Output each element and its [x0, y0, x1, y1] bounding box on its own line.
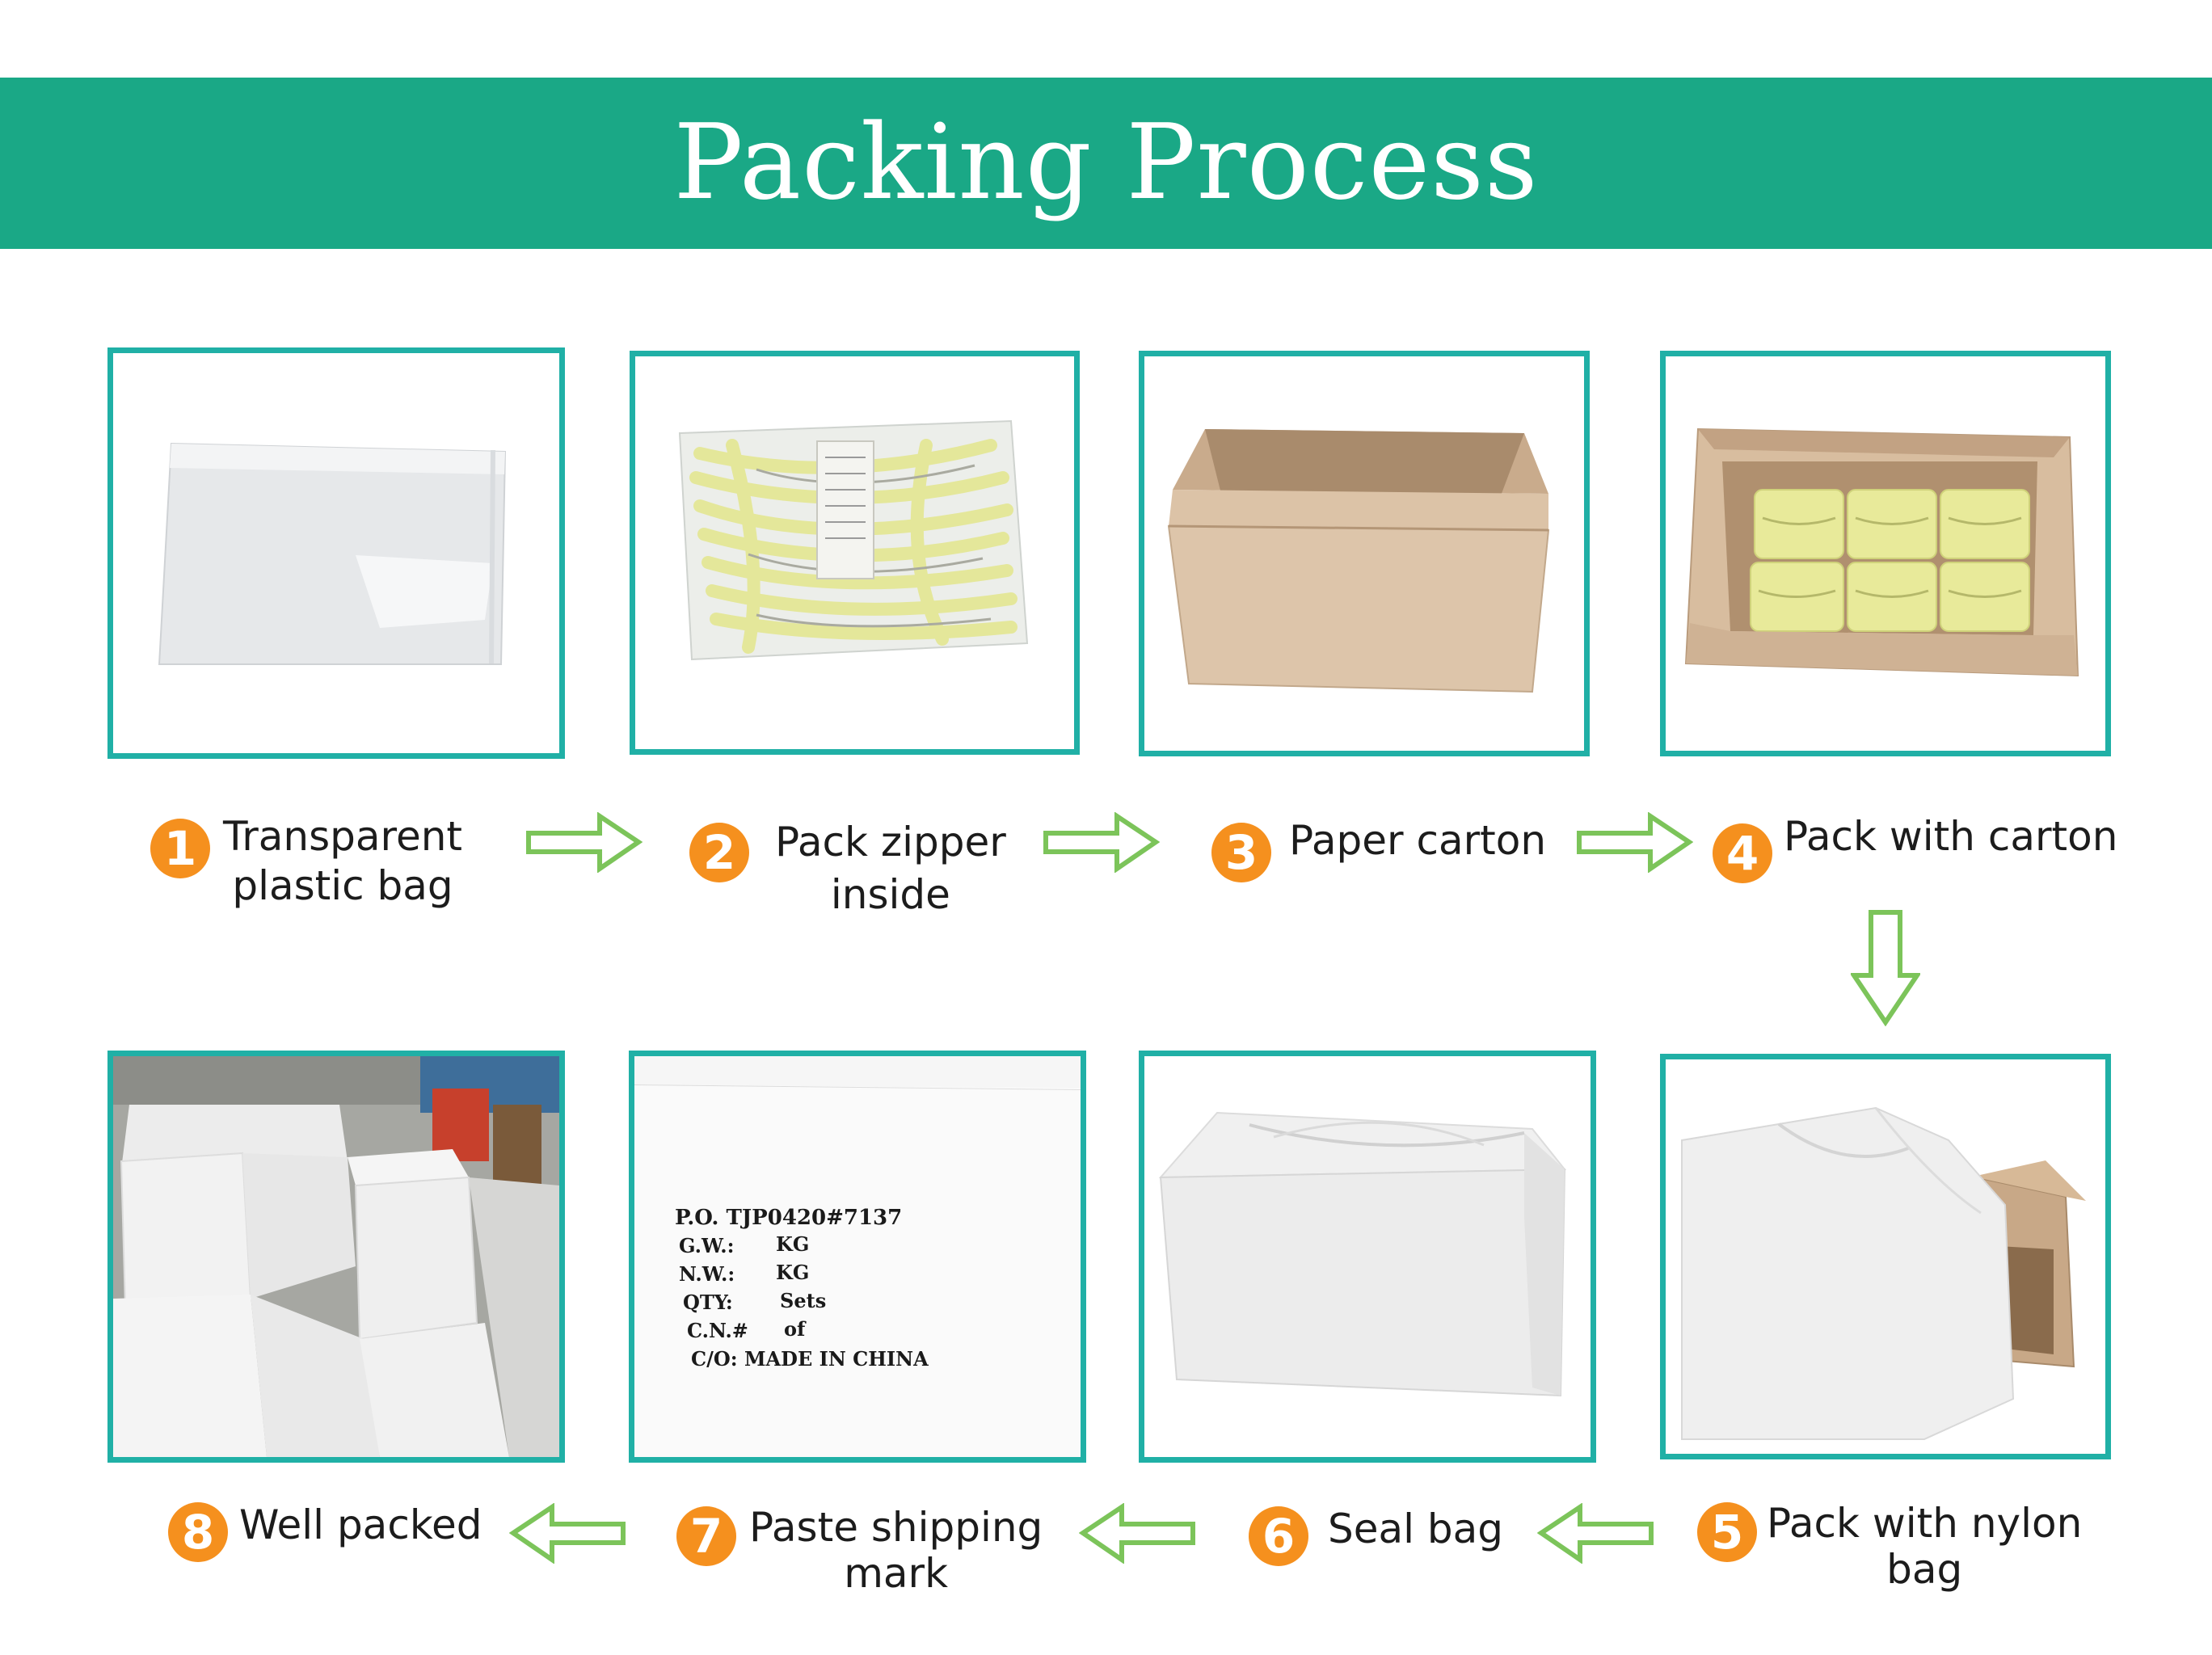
step-6-text: Seal bag: [1328, 1505, 1503, 1554]
step-1-text: Transparent plastic bag: [223, 812, 462, 911]
arrow-down-icon: [1851, 910, 1920, 1026]
step-8-label: 8 Well packed: [168, 1501, 482, 1562]
step-7-text-line2: mark: [844, 1550, 949, 1597]
step-8-text: Well packed: [239, 1501, 482, 1550]
step-2-label: 2 Pack zipper inside: [689, 816, 1006, 921]
page-title: Packing Process: [673, 103, 1539, 223]
step-1-text-line2: plastic bag: [232, 862, 453, 909]
arrow-left-icon: [1537, 1503, 1654, 1564]
step-6-photo: [1139, 1051, 1596, 1463]
step-4-text: Pack with carton: [1784, 812, 2117, 861]
step-3-text: Paper carton: [1289, 816, 1546, 865]
step-8-text-line1: Well packed: [239, 1501, 482, 1548]
step-1-label: 1 Transparent plastic bag: [150, 812, 462, 911]
step-7-label: 7 Paste shipping mark: [676, 1505, 1043, 1597]
step-2-text-line2: inside: [830, 871, 950, 918]
arrow-step-6-to-7: [1079, 1503, 1196, 1564]
arrow-right-icon: [1043, 812, 1160, 873]
step-7-text: Paste shipping mark: [749, 1505, 1043, 1597]
step-5-text-line1: Pack with nylon: [1767, 1500, 2083, 1547]
step-1-photo: [107, 347, 565, 759]
arrow-right-icon: [1577, 812, 1693, 873]
step-5-label: 5 Pack with nylon bag: [1697, 1501, 2082, 1593]
step-3-text-line1: Paper carton: [1289, 817, 1547, 864]
shipping-mark-nw-unit: KG: [776, 1261, 809, 1284]
step-4-text-line1: Pack with carton: [1784, 813, 2118, 860]
step-2-text: Pack zipper inside: [775, 816, 1006, 921]
arrow-step-2-to-3: [1043, 812, 1160, 873]
shipping-mark-po: P.O. TJP0420#7137: [675, 1206, 902, 1230]
step-6-text-line1: Seal bag: [1328, 1506, 1504, 1552]
arrow-step-3-to-4: [1576, 812, 1693, 873]
shipping-mark-photo: P.O. TJP0420#7137 G.W.: KG N.W.: KG QTY:…: [634, 1056, 1081, 1457]
shipping-mark-gw: G.W.:: [679, 1234, 734, 1257]
step-4-number: 4: [1713, 823, 1772, 883]
arrow-step-4-to-5: [1851, 909, 1920, 1026]
shipping-mark-cn: C.N.#: [687, 1319, 748, 1342]
step-5-photo: [1660, 1054, 2111, 1459]
arrow-left-icon: [509, 1503, 626, 1564]
step-5-text: Pack with nylon bag: [1767, 1501, 2082, 1593]
step-8-photo: [107, 1051, 565, 1463]
step-6-label: 6 Seal bag: [1249, 1505, 1503, 1566]
step-3-label: 3 Paper carton: [1211, 816, 1546, 882]
step-7-number: 7: [676, 1506, 736, 1566]
shipping-mark-co: C/O: MADE IN CHINA: [691, 1347, 929, 1371]
step-8-number: 8: [168, 1502, 228, 1562]
arrow-step-1-to-2: [525, 812, 643, 873]
step-2-photo: [630, 351, 1080, 755]
step-2-text-line1: Pack zipper: [775, 819, 1006, 865]
arrow-right-icon: [526, 812, 643, 873]
step-3-number: 3: [1211, 823, 1271, 882]
shipping-mark-nw: N.W.:: [679, 1262, 735, 1286]
step-6-number: 6: [1249, 1506, 1308, 1566]
step-1-number: 1: [150, 819, 210, 878]
step-3-photo: [1139, 351, 1590, 756]
step-4-label: 4 Pack with carton: [1713, 812, 2117, 883]
step-2-number: 2: [689, 823, 749, 882]
step-4-photo: [1660, 351, 2111, 756]
step-1-text-line1: Transparent: [223, 813, 463, 860]
step-5-text-line2: bag: [1886, 1546, 1963, 1593]
arrow-step-5-to-6: [1537, 1503, 1654, 1564]
shipping-mark-qty: QTY:: [683, 1291, 733, 1314]
shipping-mark-qty-unit: Sets: [780, 1289, 826, 1312]
shipping-mark-gw-unit: KG: [776, 1232, 809, 1256]
step-7-photo: P.O. TJP0420#7137 G.W.: KG N.W.: KG QTY:…: [629, 1051, 1086, 1463]
step-5-number: 5: [1697, 1502, 1757, 1562]
header-banner: Packing Process: [0, 78, 2212, 249]
step-7-text-line1: Paste shipping: [749, 1504, 1043, 1551]
shipping-mark-cn-of: of: [784, 1317, 807, 1341]
arrow-step-7-to-8: [509, 1503, 626, 1564]
arrow-left-icon: [1079, 1503, 1195, 1564]
